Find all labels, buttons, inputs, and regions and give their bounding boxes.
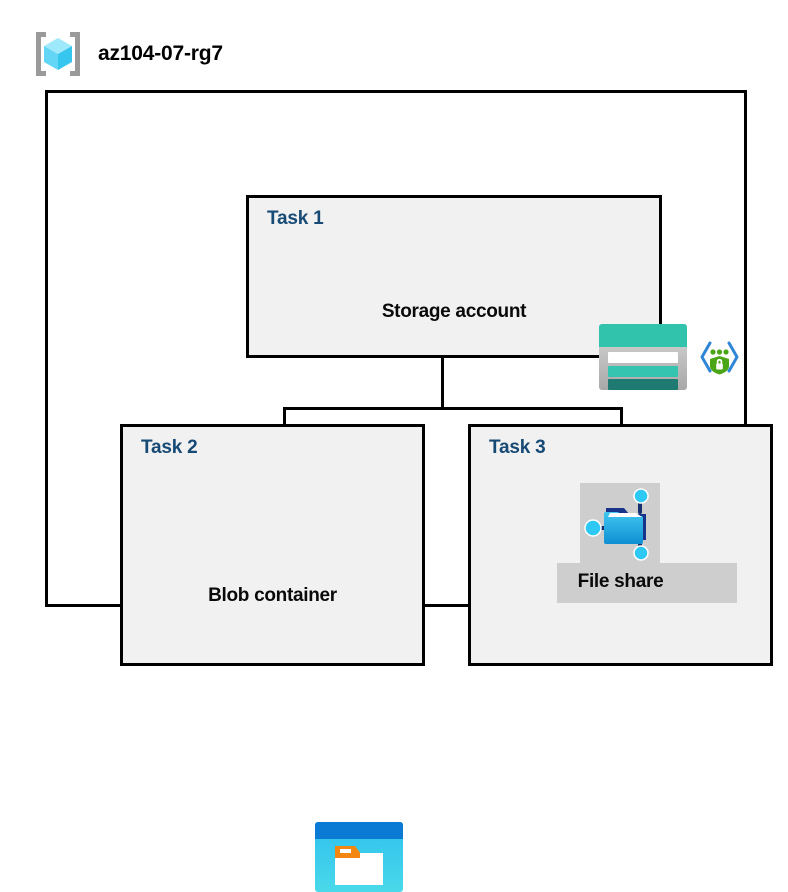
storage-account-caption: Storage account	[381, 301, 527, 322]
blob-container-icon	[315, 822, 403, 892]
resource-group-icon	[32, 28, 84, 80]
secure-endpoint-icon	[697, 335, 742, 380]
file-share-icon	[584, 486, 658, 562]
storage-account-icon	[599, 324, 687, 390]
resource-group-title: az104-07-rg7	[98, 42, 223, 65]
task-2-label: Task 2	[141, 437, 198, 458]
task-3-label: Task 3	[489, 437, 546, 458]
task-1-label: Task 1	[267, 208, 324, 229]
resource-group-header: az104-07-rg7	[32, 28, 223, 80]
resource-group-container: Task 1 Storage account Task 2	[45, 90, 773, 892]
file-share-label-selection-highlight	[557, 563, 737, 603]
file-share-caption: File share	[577, 571, 664, 592]
task-2-box: Task 2 Blob container	[120, 424, 425, 892]
task-1-box: Task 1 Storage account	[246, 195, 742, 390]
connector-stem	[441, 358, 444, 409]
blob-container-caption: Blob container	[208, 585, 337, 606]
connector-bus	[283, 407, 623, 410]
